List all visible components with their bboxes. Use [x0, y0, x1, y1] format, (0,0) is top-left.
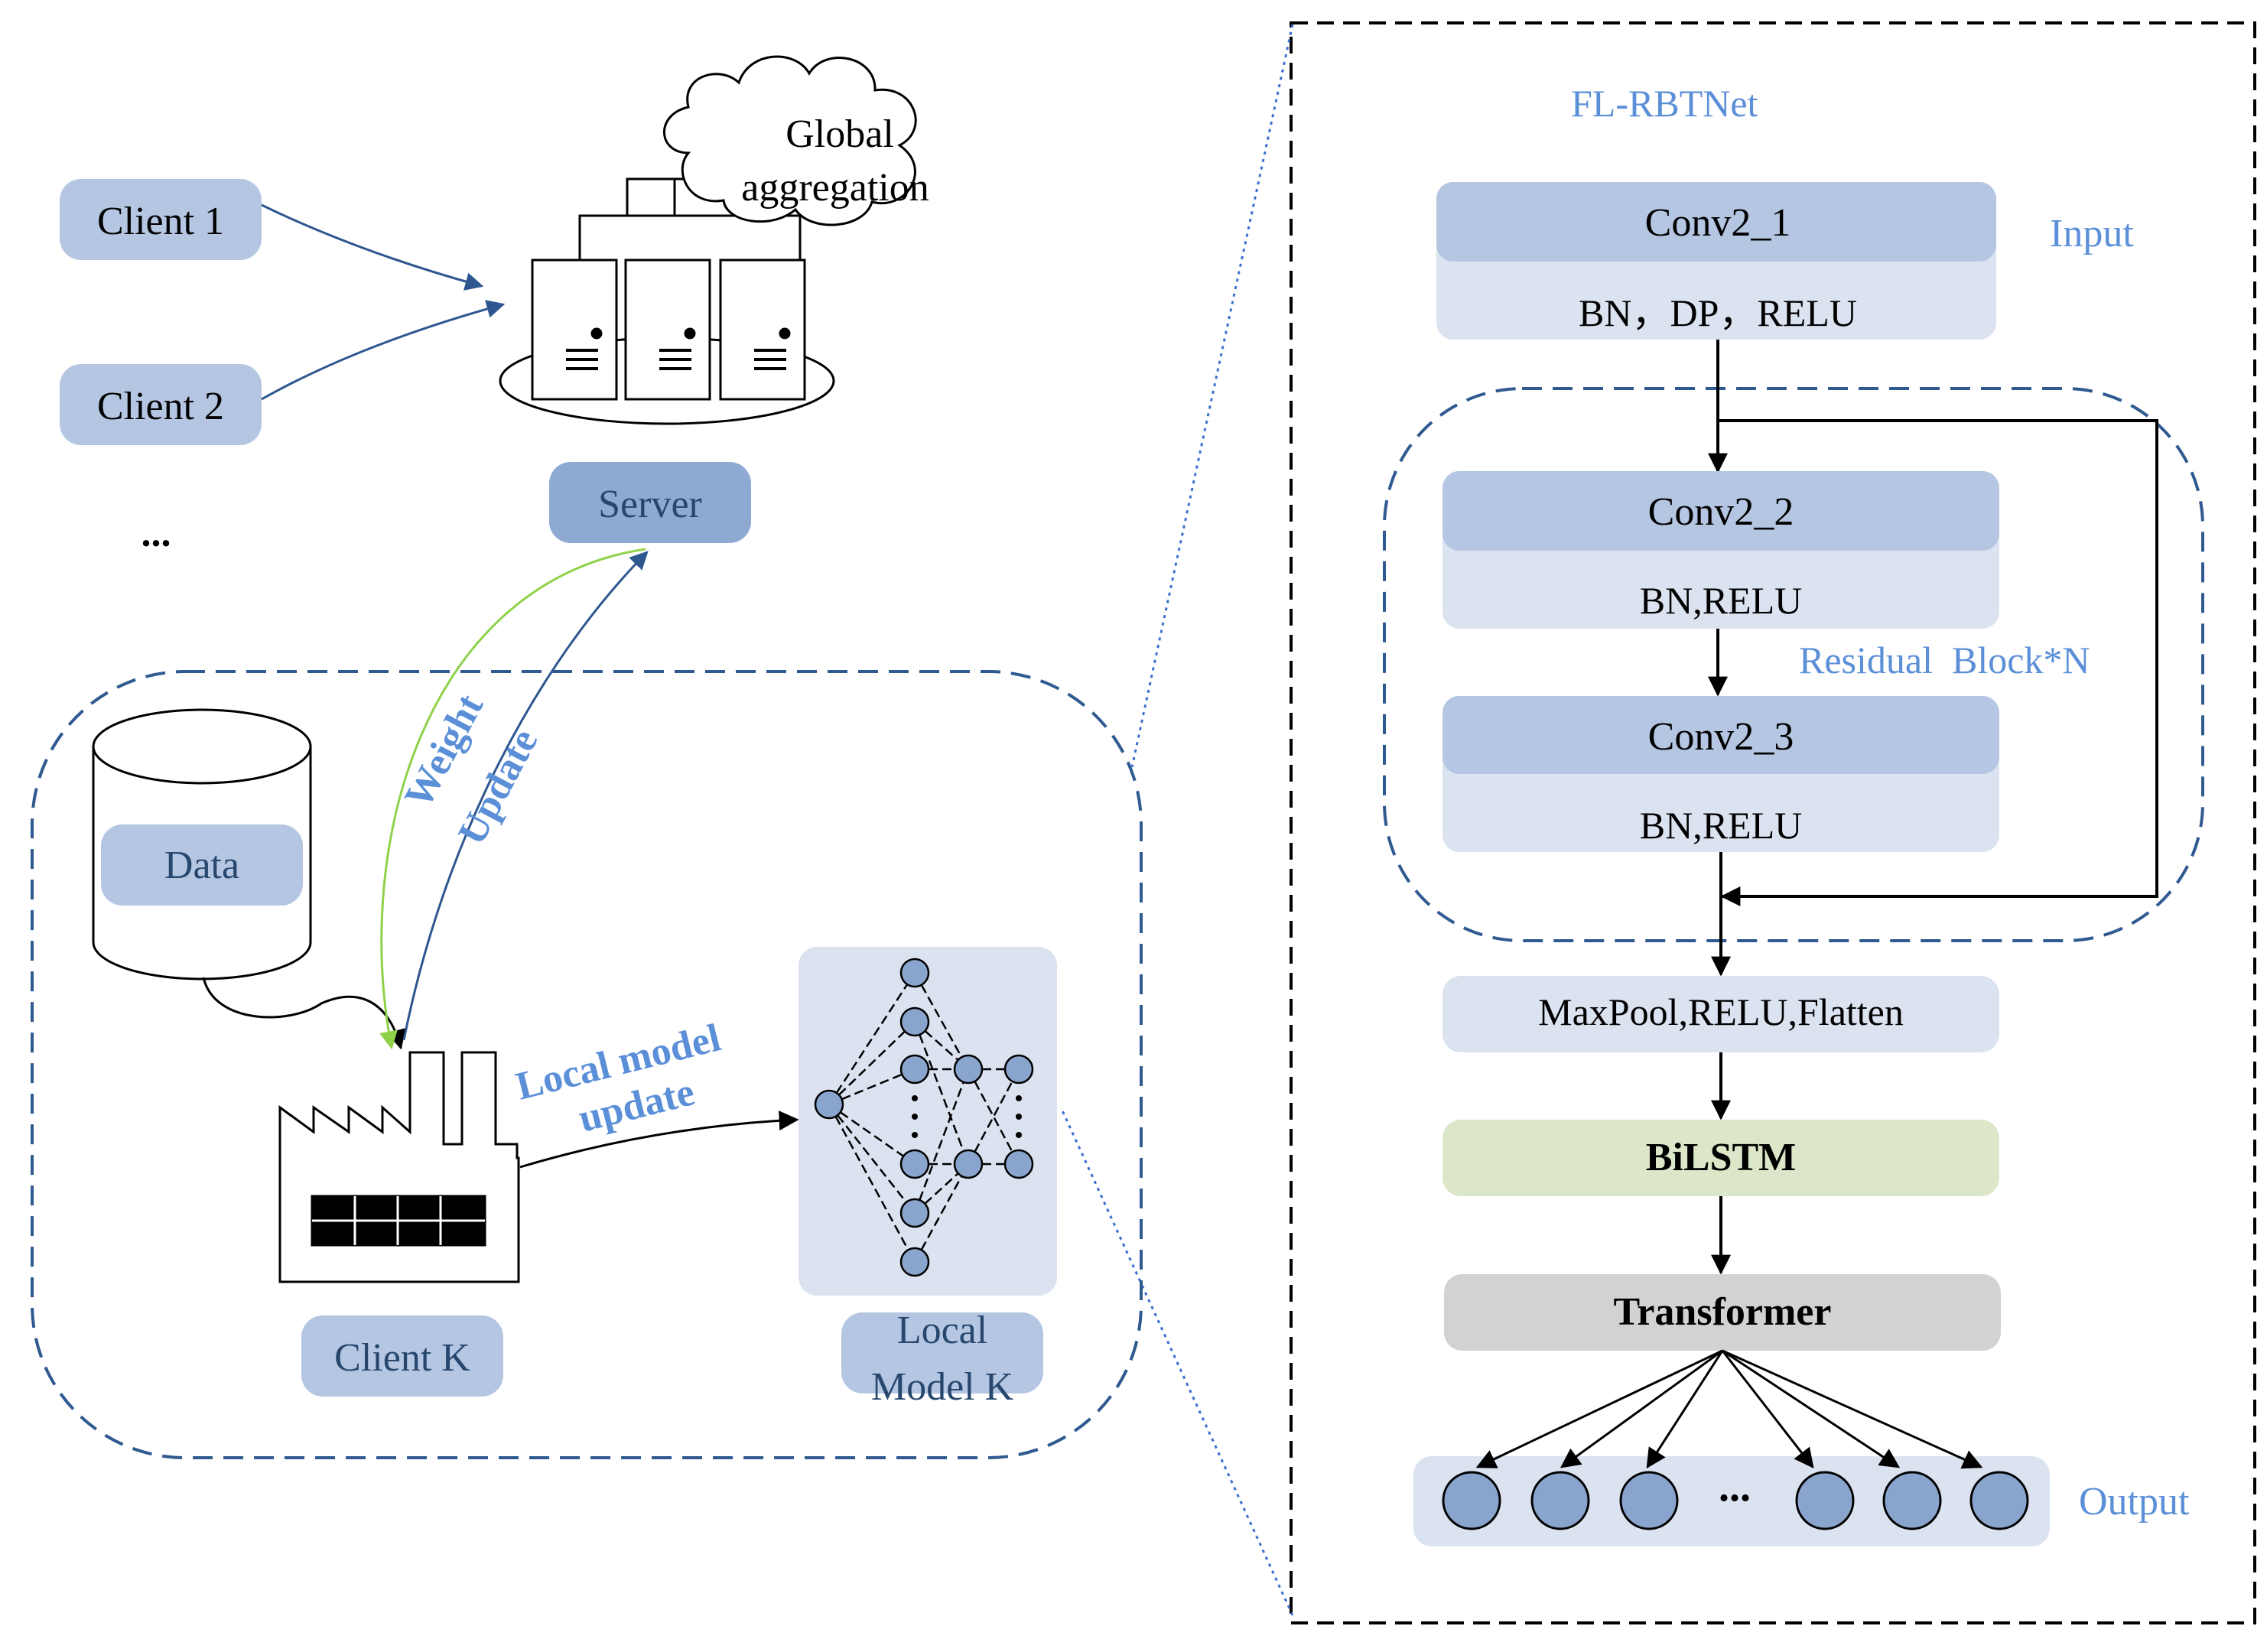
bilstm-block: [1442, 1120, 1999, 1196]
output-arrows: [1475, 1349, 1983, 1469]
residual-block-region: [1383, 387, 2204, 942]
output-nodes: [1442, 1471, 2029, 1530]
conv2-3-title: Conv2_3: [1648, 715, 1794, 759]
conv2-1-block: Conv2_1 BN，DP，RELU: [1436, 182, 1996, 340]
local-model-icon: [798, 947, 1057, 1296]
cloud-line1: Global: [785, 112, 894, 156]
output-node: [1795, 1471, 1855, 1530]
arrow-local-update: [519, 1111, 799, 1169]
conv2-3-sub: BN,RELU: [1640, 804, 1803, 847]
arrow-client2-server: [261, 300, 506, 401]
input-label: Input: [2050, 212, 2134, 255]
arrow-weight-to-client: [379, 548, 646, 1050]
arrow-client1-server: [261, 203, 484, 291]
zoom-line-bottom: [1060, 1108, 1294, 1616]
cloud-icon: [663, 55, 917, 226]
output-ellipsis: ...: [1719, 1463, 1751, 1511]
local-model-box: [841, 1312, 1043, 1393]
conv2-1-sub: BN，DP，RELU: [1579, 291, 1857, 334]
output-label: Output: [2079, 1480, 2190, 1524]
arrow-update-to-server: [402, 551, 649, 1041]
maxpool-block: [1442, 976, 1999, 1052]
client-1-label: Client 1: [97, 200, 224, 243]
zoom-line-top: [1130, 24, 1294, 768]
transformer-block: [1444, 1274, 2001, 1351]
server-icon: [499, 177, 835, 425]
server-box: [549, 462, 751, 543]
output-node: [1530, 1471, 1590, 1530]
server-label: Server: [598, 483, 702, 526]
skip-connection: [1718, 419, 2158, 906]
clients-ellipsis: ...: [141, 512, 171, 555]
output-node: [1969, 1471, 2029, 1530]
client-2-box: [60, 364, 262, 445]
output-node: [1442, 1471, 1501, 1530]
client-k-region: [31, 670, 1143, 1459]
client-k-label: Client K: [334, 1336, 470, 1380]
residual-label: Residual Block*N: [1799, 639, 2090, 681]
output-node: [1619, 1471, 1679, 1530]
data-box: [101, 824, 303, 906]
arrow-data-factory: [202, 977, 406, 1050]
model-panel-border: [1290, 21, 2256, 1624]
conv2-2-sub: BN,RELU: [1640, 579, 1803, 622]
local-model-line2: Model K: [871, 1365, 1014, 1409]
transformer-label: Transformer: [1614, 1290, 1832, 1334]
conv2-1-title: Conv2_1: [1645, 201, 1791, 245]
client-k-box: [301, 1315, 503, 1397]
bilstm-label: BiLSTM: [1646, 1136, 1797, 1179]
conv2-2-title: Conv2_2: [1648, 490, 1794, 534]
cloud-line2: aggregation: [741, 166, 929, 210]
client-1-box: [60, 179, 262, 260]
local-model-line1: Local: [897, 1309, 987, 1352]
conv2-3-block: Conv2_3 BN,RELU: [1442, 696, 1999, 852]
model-title: FL-RBTNet: [1571, 82, 1758, 125]
maxpool-label: MaxPool,RELU,Flatten: [1538, 990, 1904, 1033]
data-label: Data: [164, 844, 239, 887]
output-node: [1882, 1471, 1942, 1530]
client-2-label: Client 2: [97, 385, 224, 428]
factory-icon: [278, 1051, 520, 1283]
conv2-2-block: Conv2_2 BN,RELU: [1442, 471, 1999, 629]
